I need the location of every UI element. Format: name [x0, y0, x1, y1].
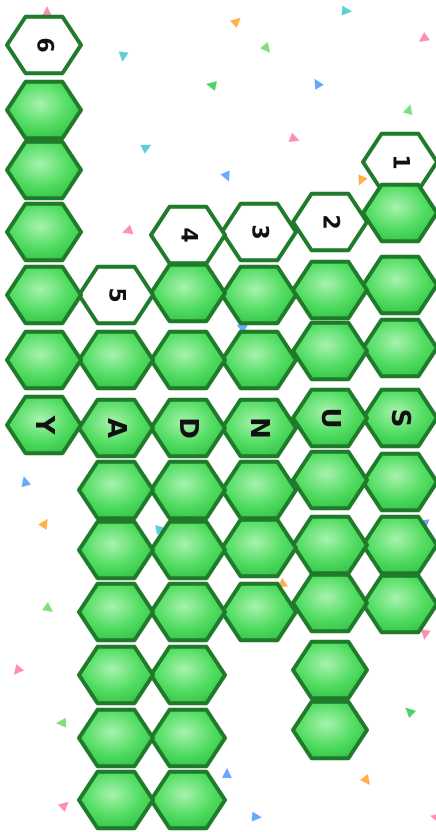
hex-cell[interactable]: [7, 204, 81, 260]
hex-cell[interactable]: [293, 642, 367, 698]
hex-cell[interactable]: [222, 462, 296, 518]
hex-cell[interactable]: [79, 522, 153, 578]
hex-cell[interactable]: [7, 332, 81, 388]
clue-hex-3: 3: [222, 204, 296, 260]
clue-hex-4: 4: [151, 207, 225, 263]
hex-cell[interactable]: [363, 517, 436, 573]
hex-cell[interactable]: [7, 267, 81, 323]
hex-cell[interactable]: [151, 462, 225, 518]
hex-cell[interactable]: [79, 332, 153, 388]
hex-cell[interactable]: [222, 520, 296, 576]
letter-hex-d[interactable]: D: [151, 400, 225, 456]
hex-cell[interactable]: [293, 575, 367, 631]
hex-cell[interactable]: [79, 772, 153, 828]
letter-hex-y[interactable]: Y: [7, 397, 81, 453]
clue-number: 4: [176, 227, 201, 242]
cell-letter: Y: [29, 415, 59, 436]
hex-cell[interactable]: [363, 257, 436, 313]
hex-cell[interactable]: [293, 517, 367, 573]
cell-letter: S: [385, 409, 415, 428]
hex-cell[interactable]: [293, 452, 367, 508]
hex-cell[interactable]: [79, 584, 153, 640]
hex-cell[interactable]: [151, 710, 225, 766]
hex-cell[interactable]: [151, 772, 225, 828]
clue-hex-2: 2: [293, 194, 367, 250]
clue-number: 2: [318, 214, 343, 229]
hex-cell[interactable]: [363, 454, 436, 510]
hex-cell[interactable]: [222, 584, 296, 640]
hex-cell[interactable]: [79, 647, 153, 703]
hex-cell[interactable]: [293, 262, 367, 318]
hex-cell[interactable]: [79, 462, 153, 518]
clue-number: 6: [32, 37, 57, 52]
hex-cell[interactable]: [222, 332, 296, 388]
letter-hex-n[interactable]: N: [222, 400, 296, 456]
hex-cell[interactable]: [363, 185, 436, 241]
clue-number: 1: [388, 154, 413, 169]
cell-letter: A: [101, 418, 131, 438]
hex-cell[interactable]: [151, 265, 225, 321]
letter-hex-u[interactable]: U: [293, 390, 367, 446]
clue-number: 5: [104, 287, 129, 302]
letter-hex-a[interactable]: A: [79, 400, 153, 456]
clue-hex-6: 6: [7, 17, 81, 73]
hex-cell[interactable]: [293, 702, 367, 758]
hex-cell[interactable]: [7, 82, 81, 138]
hex-cell[interactable]: [151, 647, 225, 703]
clue-hex-1: 1: [363, 134, 436, 190]
cell-letter: N: [244, 417, 274, 439]
hex-cell[interactable]: [363, 576, 436, 632]
letter-hex-s[interactable]: S: [363, 390, 436, 446]
hex-cell[interactable]: [363, 320, 436, 376]
hex-cell[interactable]: [7, 142, 81, 198]
cell-letter: D: [173, 417, 203, 439]
hex-cell[interactable]: [293, 323, 367, 379]
hex-cell[interactable]: [151, 584, 225, 640]
clue-hex-5: 5: [79, 267, 153, 323]
cell-letter: U: [315, 407, 345, 428]
hex-cell[interactable]: [151, 332, 225, 388]
hex-cell[interactable]: [151, 522, 225, 578]
clue-number: 3: [247, 224, 272, 239]
hex-cell[interactable]: [79, 710, 153, 766]
hex-cell[interactable]: [222, 267, 296, 323]
